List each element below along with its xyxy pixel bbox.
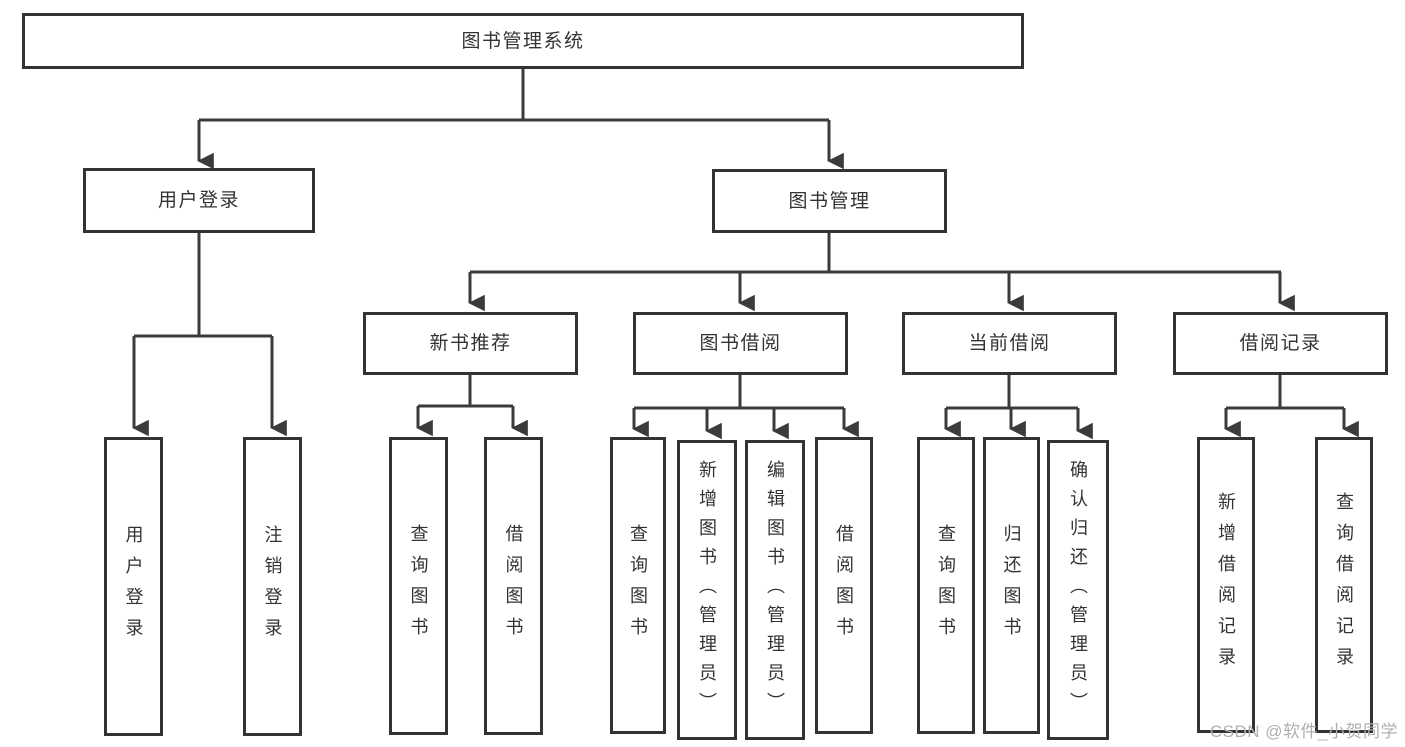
node-record-query-record: 查询借阅记录 xyxy=(1315,437,1373,733)
node-borrow-borrow-books-label: 借阅图书 xyxy=(834,523,854,648)
node-root: 图书管理系统 xyxy=(22,13,1024,69)
node-borrow-query-books-label: 查询图书 xyxy=(628,523,648,648)
node-recommend-query-books-label: 查询图书 xyxy=(408,524,429,648)
node-borrow-edit-books: 编辑图书（管理员） xyxy=(745,440,805,740)
node-borrow-record-group: 借阅记录 xyxy=(1173,312,1388,375)
node-user-login-group-label: 用户登录 xyxy=(157,190,240,211)
node-new-book-recommend-label: 新书推荐 xyxy=(429,333,512,354)
node-recommend-borrow-books: 借阅图书 xyxy=(484,437,543,735)
node-borrow-query-books: 查询图书 xyxy=(610,437,666,734)
node-logout-action-label: 注销登录 xyxy=(262,524,283,649)
watermark: CSDN @软件_小贺同学 xyxy=(1209,722,1398,741)
node-borrow-edit-books-label: 编辑图书（管理员） xyxy=(765,459,785,721)
node-logout-action: 注销登录 xyxy=(243,437,302,736)
node-user-login-group: 用户登录 xyxy=(83,168,315,233)
node-borrow-add-books: 新增图书（管理员） xyxy=(677,440,737,740)
node-borrow-borrow-books: 借阅图书 xyxy=(815,437,873,734)
node-current-query-books: 查询图书 xyxy=(917,437,975,734)
node-book-borrow-group: 图书借阅 xyxy=(633,312,848,375)
node-borrow-record-label: 借阅记录 xyxy=(1239,333,1322,354)
node-record-query-record-label: 查询借阅记录 xyxy=(1334,492,1354,678)
node-borrow-add-books-label: 新增图书（管理员） xyxy=(697,459,717,721)
node-current-borrow-label: 当前借阅 xyxy=(968,333,1051,354)
node-user-login-action: 用户登录 xyxy=(104,437,163,736)
node-new-book-recommend-group: 新书推荐 xyxy=(363,312,578,375)
node-current-return-books: 归还图书 xyxy=(983,437,1040,734)
node-record-add-record-label: 新增借阅记录 xyxy=(1216,492,1236,678)
node-current-borrow-group: 当前借阅 xyxy=(902,312,1117,375)
node-record-add-record: 新增借阅记录 xyxy=(1197,437,1255,733)
node-root-label: 图书管理系统 xyxy=(461,30,585,52)
node-recommend-query-books: 查询图书 xyxy=(389,437,448,735)
node-user-login-action-label: 用户登录 xyxy=(123,524,144,649)
node-book-borrow-label: 图书借阅 xyxy=(699,333,782,354)
node-book-management-group-label: 图书管理 xyxy=(788,190,871,212)
node-current-return-books-label: 归还图书 xyxy=(1001,523,1022,648)
node-recommend-borrow-books-label: 借阅图书 xyxy=(503,524,524,648)
node-current-confirm-return: 确认归还（管理员） xyxy=(1047,440,1109,740)
node-current-query-books-label: 查询图书 xyxy=(936,523,956,648)
node-book-management-group: 图书管理 xyxy=(712,169,947,233)
node-current-confirm-return-label: 确认归还（管理员） xyxy=(1068,459,1088,721)
